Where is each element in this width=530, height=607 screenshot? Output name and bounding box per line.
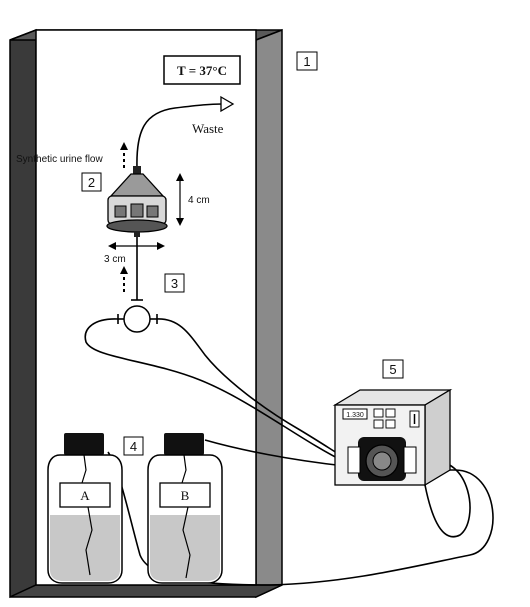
width-dimension-label: 3 cm — [104, 254, 126, 265]
waste-label: Waste — [192, 121, 224, 136]
flow-up-arrow-icon — [120, 142, 128, 150]
callout-4: 4 — [123, 436, 144, 456]
bubble-trap — [117, 237, 158, 333]
bottle-b: B — [147, 433, 223, 584]
urine-flow-label: Synthetic urine flow — [16, 154, 103, 165]
waste-arrow-icon — [220, 95, 235, 113]
callout-2: 2 — [81, 172, 102, 192]
callout-4-label: 4 — [130, 439, 137, 454]
pump-display: 1.330 — [346, 412, 364, 419]
tubing — [84, 318, 494, 586]
flow-cell — [106, 95, 235, 237]
temperature-label: T = 37°C — [177, 63, 227, 78]
callout-1: 1 — [296, 51, 318, 71]
callout-2-label: 2 — [88, 175, 95, 190]
height-dimension: 4 cm — [176, 173, 210, 226]
flow-up-arrow-icon — [120, 266, 128, 274]
bottle-a-label: A — [80, 488, 90, 503]
bottle-b-label: B — [181, 488, 190, 503]
callout-5: 5 — [382, 359, 404, 379]
callout-3: 3 — [164, 273, 185, 293]
callout-3-label: 3 — [171, 276, 178, 291]
pump-button — [385, 419, 396, 429]
pump-button — [373, 419, 384, 429]
height-dimension-label: 4 cm — [188, 195, 210, 206]
pump-button — [373, 408, 384, 418]
callout-1-label: 1 — [303, 54, 310, 69]
pump-button — [385, 408, 396, 418]
temperature-box: T = 37°C — [163, 55, 241, 85]
bottle-a: A — [47, 433, 123, 584]
callout-5-label: 5 — [389, 362, 396, 377]
peristaltic-pump: 1.330 — [332, 388, 453, 487]
